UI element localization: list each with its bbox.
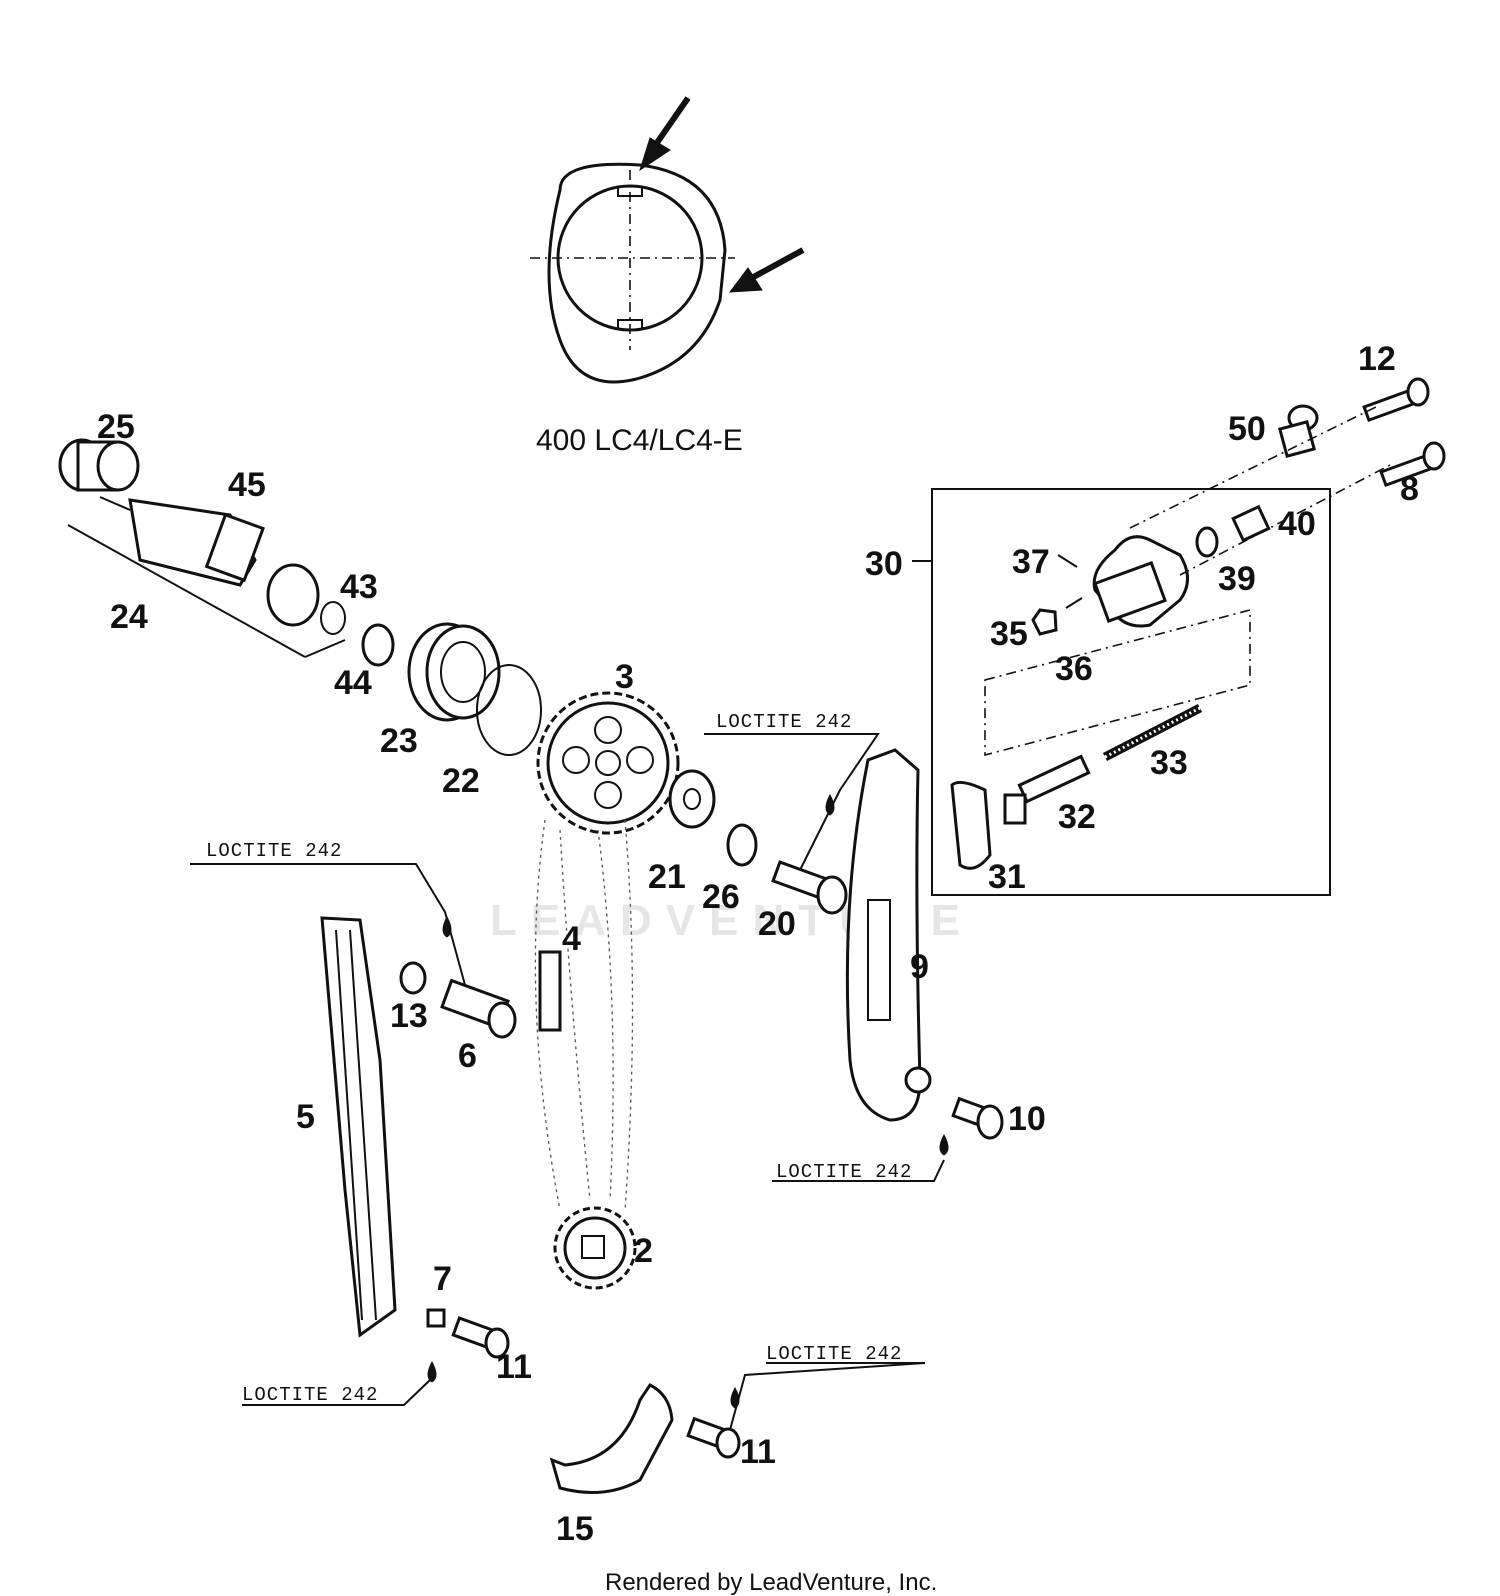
camshaft-detail-inset: 400 LC4/LC4-E xyxy=(530,96,805,457)
callout-26: 26 xyxy=(702,878,740,916)
callout-30: 30 xyxy=(865,545,903,583)
bolt xyxy=(771,860,848,915)
callout-10: 10 xyxy=(1008,1100,1046,1138)
washer xyxy=(668,769,716,829)
callout-13: 13 xyxy=(390,997,428,1035)
callout-39: 39 xyxy=(1218,560,1256,598)
crank-sprocket xyxy=(553,1206,637,1290)
callout-50: 50 xyxy=(1228,410,1266,448)
callout-8: 8 xyxy=(1400,470,1419,508)
callout-40: 40 xyxy=(1278,505,1316,543)
pivot-bolt xyxy=(440,978,517,1039)
screw-8 xyxy=(1379,441,1446,488)
callout-12: 12 xyxy=(1358,340,1396,378)
callout-6: 6 xyxy=(458,1037,477,1075)
callout-20: 20 xyxy=(758,905,796,943)
screw-12 xyxy=(1362,377,1430,423)
callout-23: 23 xyxy=(380,722,418,760)
circlip xyxy=(476,664,542,756)
screw xyxy=(451,1316,510,1359)
callout-11-right: 11 xyxy=(740,1433,776,1471)
callout-43: 43 xyxy=(340,568,378,606)
loctite-note-bottom-left: LOCTITE 242 xyxy=(242,1384,378,1406)
model-caption: 400 LC4/LC4-E xyxy=(536,424,743,457)
callout-37: 37 xyxy=(1012,543,1050,581)
callout-33: 33 xyxy=(1150,744,1188,782)
loctite-note-bottom-right: LOCTITE 242 xyxy=(766,1343,902,1365)
callout-7: 7 xyxy=(433,1260,452,1298)
chain-link xyxy=(538,950,562,1032)
callout-3: 3 xyxy=(615,658,634,696)
callout-35: 35 xyxy=(990,615,1028,653)
callout-11-left: 11 xyxy=(496,1348,532,1386)
rail-bolt xyxy=(951,1096,1004,1140)
loctite-note-upper-right: LOCTITE 242 xyxy=(716,711,852,733)
callout-15: 15 xyxy=(556,1510,594,1548)
callout-32: 32 xyxy=(1058,798,1096,836)
lower-guide xyxy=(549,1383,674,1494)
loctite-note-right: LOCTITE 242 xyxy=(776,1161,912,1183)
tensioner-rail xyxy=(845,748,932,1122)
callout-9: 9 xyxy=(910,948,929,986)
loctite-leaders xyxy=(190,733,945,1431)
callout-36: 36 xyxy=(1055,650,1093,688)
callout-44: 44 xyxy=(334,664,372,702)
o-ring xyxy=(726,823,758,867)
tensioner-assembly-box xyxy=(912,488,1331,896)
callout-25: 25 xyxy=(97,408,135,446)
screw-lower xyxy=(686,1416,741,1459)
callout-31: 31 xyxy=(988,858,1026,896)
washer-small xyxy=(426,1308,446,1328)
callout-24: 24 xyxy=(110,598,148,636)
callout-2: 2 xyxy=(634,1232,653,1270)
callout-4: 4 xyxy=(562,920,581,958)
callout-5: 5 xyxy=(296,1098,315,1136)
callout-21: 21 xyxy=(648,858,686,896)
chain-guide-rail xyxy=(320,916,397,1338)
bearing xyxy=(407,622,501,722)
render-credit: Rendered by LeadVenture, Inc. xyxy=(605,1569,937,1596)
loctite-drops xyxy=(427,793,949,1409)
camshaft-group xyxy=(58,438,395,667)
loctite-note-left: LOCTITE 242 xyxy=(206,840,342,862)
callout-45: 45 xyxy=(228,466,266,504)
seal-ring xyxy=(399,961,427,995)
callout-22: 22 xyxy=(442,762,480,800)
cam-sprocket xyxy=(536,691,680,835)
cable-clip xyxy=(1278,404,1319,458)
